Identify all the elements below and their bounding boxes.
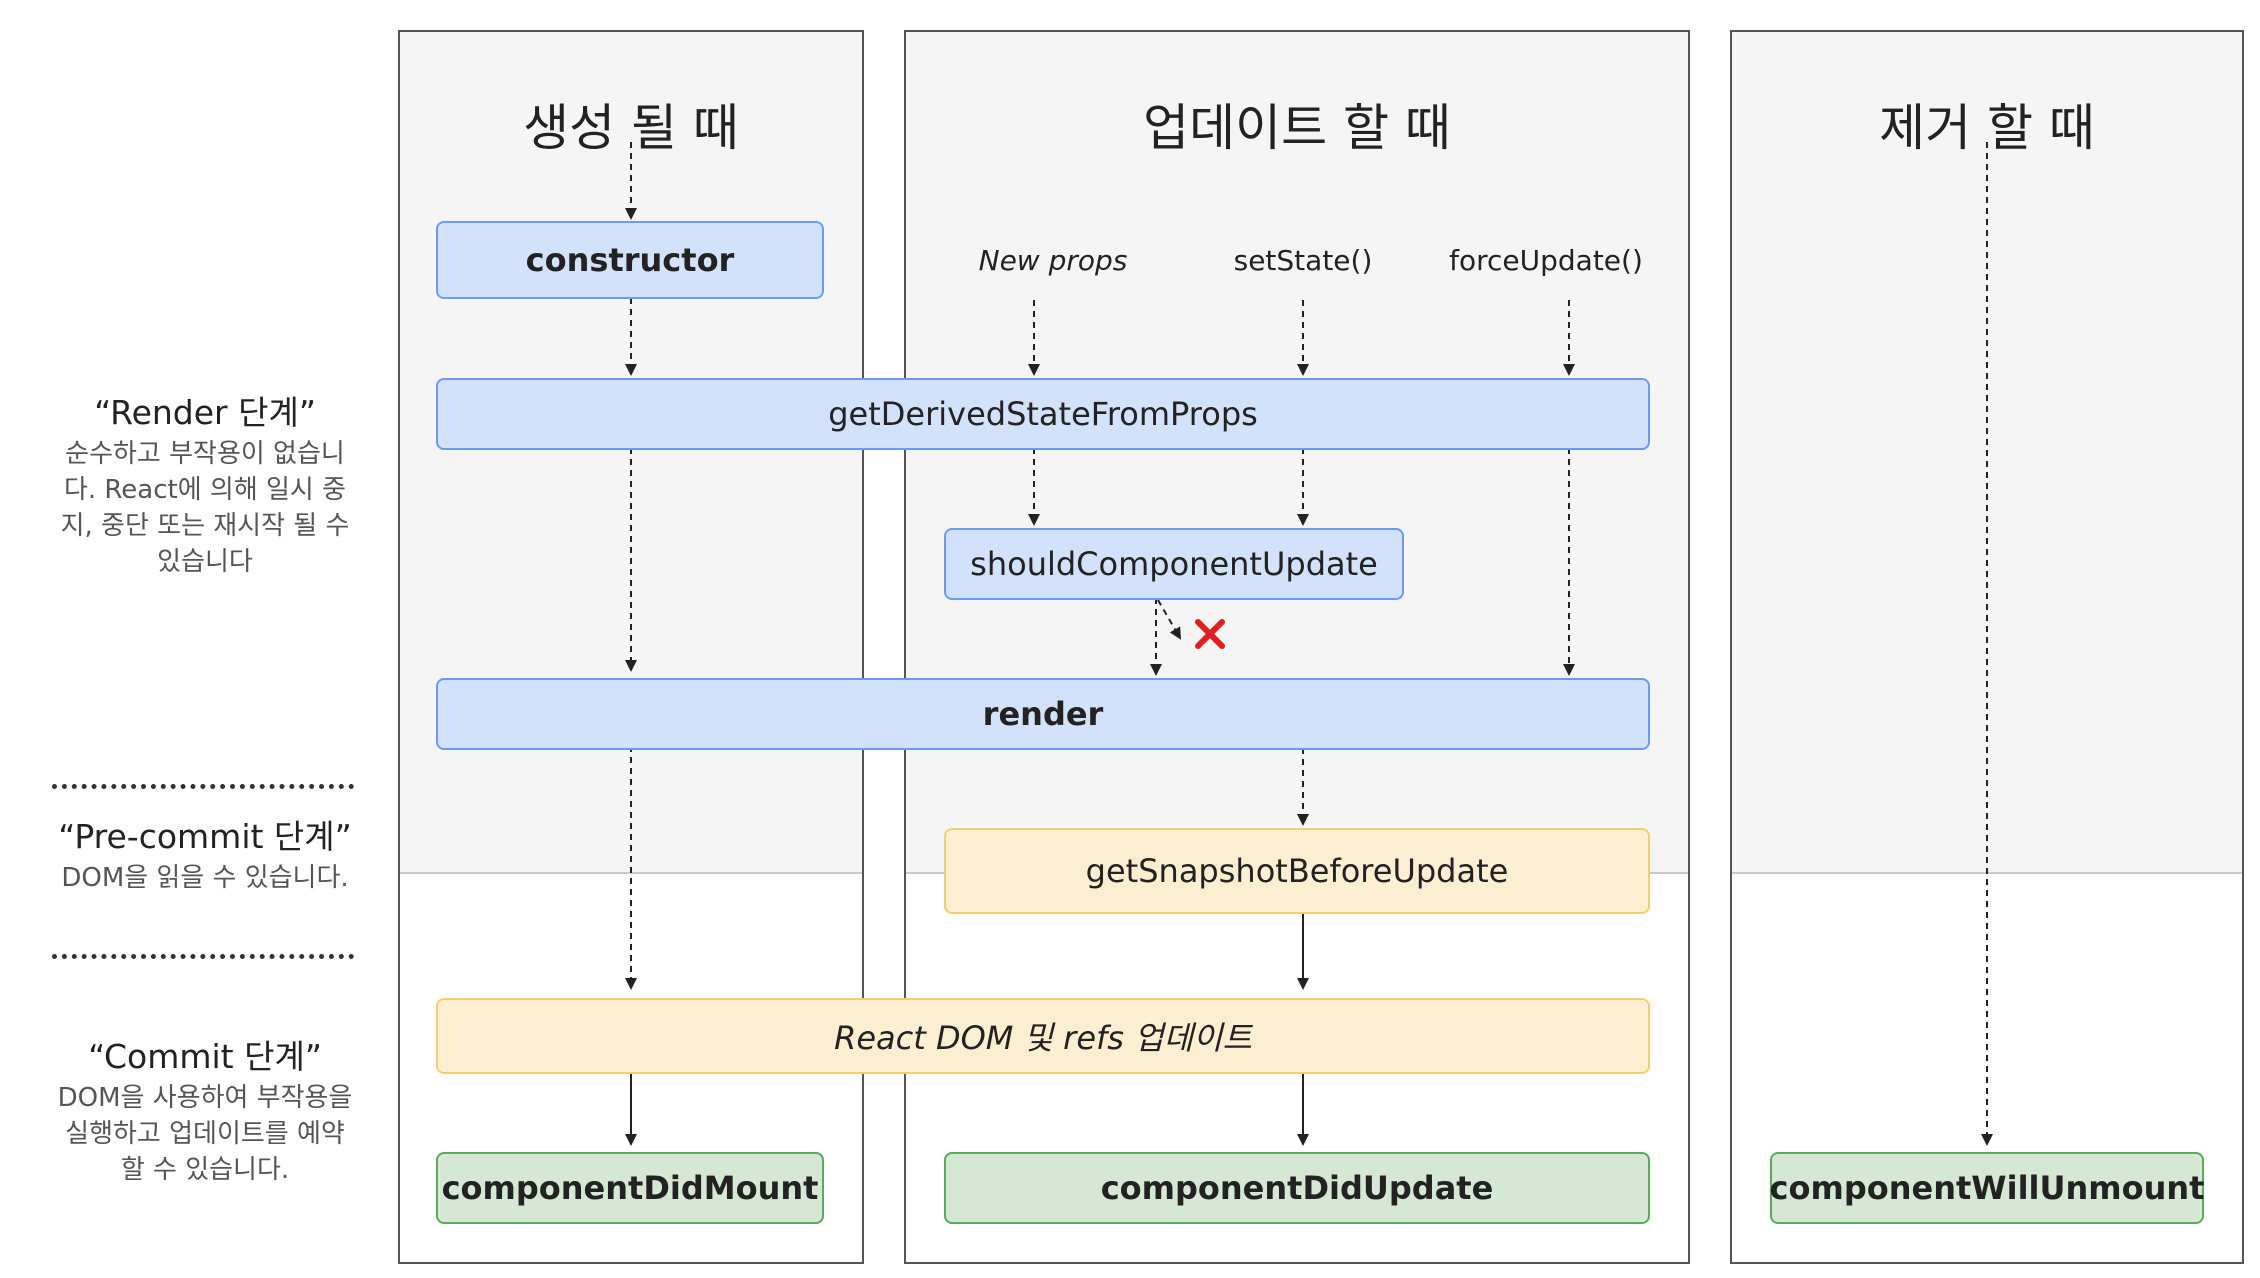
render-phase-desc: 순수하고 부작용이 없습니다. React에 의해 일시 중지, 중단 또는 재…	[60, 439, 350, 577]
get-snapshot-box: getSnapshotBeforeUpdate	[944, 828, 1650, 914]
mount-column: 생성 될 때	[398, 30, 864, 1264]
should-component-update-box: shouldComponentUpdate	[944, 528, 1404, 600]
did-mount-box: componentDidMount	[436, 1152, 824, 1224]
commit-phase-title: “Commit 단계”	[88, 1037, 322, 1076]
will-unmount-box: componentWillUnmount	[1770, 1152, 2204, 1224]
dom-update-box: React DOM 및 refs 업데이트	[436, 998, 1650, 1074]
unmount-column: 제거 할 때	[1730, 30, 2244, 1264]
mount-column-title: 생성 될 때	[523, 99, 739, 157]
trigger-force-update: forceUpdate()	[1449, 244, 1643, 277]
constructor-box: constructor	[436, 221, 824, 299]
trigger-set-state: setState()	[1233, 244, 1373, 277]
did-update-box: componentDidUpdate	[944, 1152, 1650, 1224]
update-column-title: 업데이트 할 때	[1143, 99, 1451, 157]
unmount-column-title: 제거 할 때	[1879, 99, 2095, 157]
get-derived-state-box: getDerivedStateFromProps	[436, 378, 1650, 450]
phase-divider-top	[52, 784, 354, 789]
render-phase-title: “Render 단계”	[94, 393, 316, 432]
commit-phase-desc: DOM을 사용하여 부작용을 실행하고 업데이트를 예약 할 수 있습니다.	[57, 1083, 353, 1185]
precommit-phase-title: “Pre-commit 단계”	[58, 817, 352, 856]
trigger-new-props: New props	[978, 244, 1128, 277]
update-column: 업데이트 할 때	[904, 30, 1690, 1264]
precommit-phase-desc: DOM을 읽을 수 있습니다.	[61, 863, 349, 893]
render-box: render	[436, 678, 1650, 750]
phase-divider-bottom	[52, 954, 354, 959]
